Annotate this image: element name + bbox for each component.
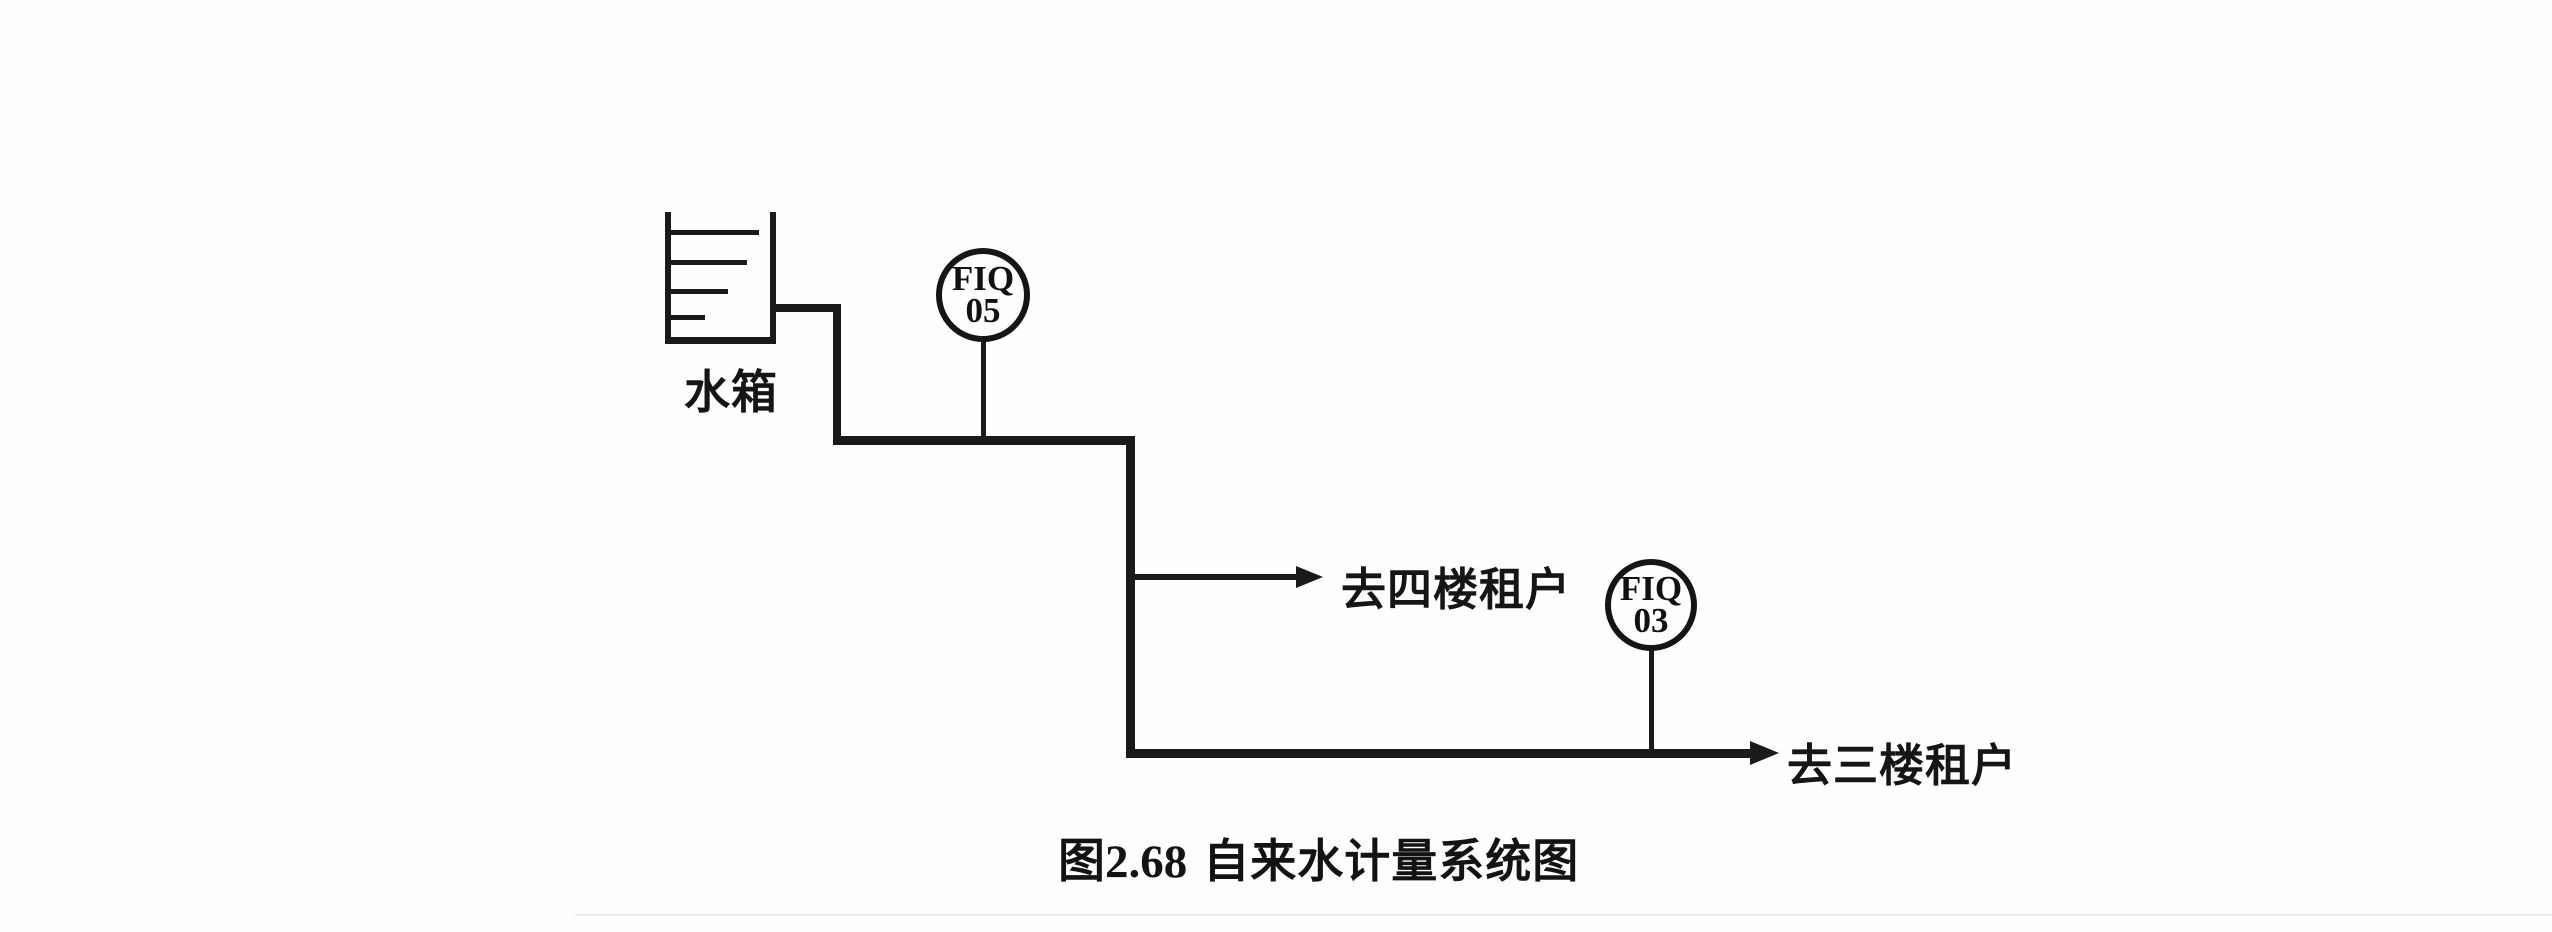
scan-artifact-line bbox=[575, 914, 2552, 916]
tank-level-line bbox=[671, 260, 747, 265]
arrow-right-icon bbox=[1296, 566, 1323, 588]
tank-level-line bbox=[671, 289, 728, 294]
figure-number: 图2.68 bbox=[1058, 836, 1188, 888]
fiq03-tag: FIQ bbox=[1619, 568, 1683, 608]
fiq03-instrument-icon: FIQ 03 bbox=[1605, 559, 1697, 651]
pipe-bottom-horizontal bbox=[1126, 749, 1758, 758]
pipe-riser-vertical bbox=[1126, 436, 1135, 758]
figure-title: 自来水计量系统图 bbox=[1203, 835, 1580, 887]
fiq03-stem-line bbox=[1649, 649, 1654, 753]
branch-third-floor-label: 去三楼租户 bbox=[1787, 740, 2018, 791]
tank-level-line bbox=[671, 230, 759, 235]
branch-fourth-floor-label: 去四楼租户 bbox=[1341, 564, 1572, 615]
tank-level-line bbox=[671, 315, 705, 320]
fiq05-instrument-icon: FIQ 05 bbox=[936, 248, 1030, 342]
water-tank bbox=[665, 212, 776, 344]
fiq05-tag: FIQ bbox=[951, 258, 1015, 298]
fiq05-number: 05 bbox=[965, 291, 1001, 330]
pipe-top-horizontal bbox=[833, 436, 1134, 445]
fiq05-stem-line bbox=[981, 340, 986, 440]
pipe-tank-outlet-horizontal bbox=[776, 304, 841, 312]
fiq03-number: 03 bbox=[1633, 601, 1669, 640]
tank-label: 水箱 bbox=[684, 366, 778, 418]
branch-fourth-floor-line bbox=[1131, 574, 1303, 580]
pipe-tank-outlet-vertical bbox=[833, 304, 841, 444]
arrow-right-icon bbox=[1750, 741, 1779, 765]
figure-caption: 图2.68 自来水计量系统图 bbox=[1058, 822, 1579, 891]
